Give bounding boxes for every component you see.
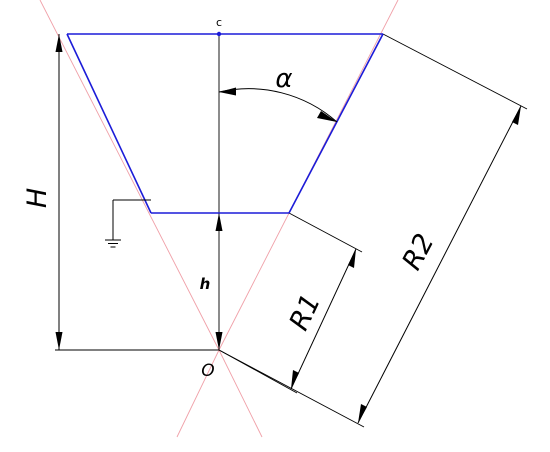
label-radius-R2: R2 (396, 229, 440, 275)
construction-line-right-lower (218, 349, 263, 438)
label-origin: O (201, 361, 214, 381)
cone-frustum (66, 31, 384, 214)
dimension-H (55, 34, 63, 350)
arrow-alpha-end (317, 111, 337, 122)
dimension-line-R1 (290, 248, 357, 390)
arrow-R1-top (348, 249, 356, 268)
dimension-line-R2 (357, 105, 522, 424)
ground-symbol-icon (105, 199, 151, 248)
center-point-top (216, 31, 222, 37)
arrow-h-top (215, 213, 223, 231)
label-radius-R1: R1 (284, 290, 327, 336)
arrow-R2-top (512, 106, 521, 125)
construction-line-left-lower (176, 349, 220, 438)
dimension-R2 (357, 105, 522, 424)
label-center-top: c (216, 16, 222, 29)
arrow-h-bottom (215, 332, 223, 350)
label-angle-alpha: α (275, 64, 292, 94)
r1-extension-bottom (218, 349, 298, 394)
extension-lines (55, 33, 528, 428)
label-height-H: H (22, 188, 53, 208)
r1-extension-top (288, 212, 363, 253)
dimension-alpha (218, 87, 338, 123)
arrow-alpha-start (219, 87, 236, 96)
r2-extension-top (382, 33, 528, 110)
construction-line-left-upper (39, 0, 220, 351)
arrow-H-bottom (55, 332, 63, 350)
arrow-R2-bottom (358, 404, 367, 423)
dimension-R1 (290, 248, 357, 390)
frustum-left-edge (66, 33, 152, 214)
label-height-h: h (200, 275, 211, 293)
arrow-R1-bottom (291, 370, 299, 389)
dimension-h (215, 213, 223, 350)
frustum-right-edge (288, 33, 384, 214)
arrow-H-top (55, 34, 63, 52)
